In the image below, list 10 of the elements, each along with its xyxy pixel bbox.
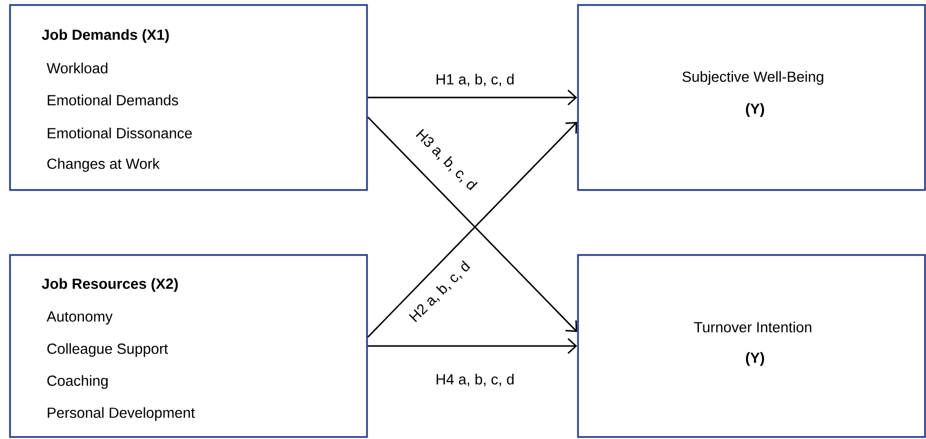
edge-label: H3 a, b, c, d — [412, 126, 480, 194]
factor-box: Subjective Well-Being (Y) — [577, 4, 926, 191]
factor-box: Job Demands (X1) Workload Emotional Demands Emotional Dissonance Changes at Work — [9, 4, 368, 191]
factor-box: Job Resources (X2) Autonomy Colleague Support Coaching Personal Development — [9, 254, 368, 438]
edge-label: H2 a, b, c, d — [406, 258, 474, 326]
arrow — [368, 338, 578, 354]
factor-box: Turnover Intention (Y) — [577, 254, 926, 438]
edge-label: H4 a, b, c, d — [434, 372, 516, 388]
arrow — [368, 90, 578, 106]
edge-label: H1 a, b, c, d — [434, 72, 516, 88]
